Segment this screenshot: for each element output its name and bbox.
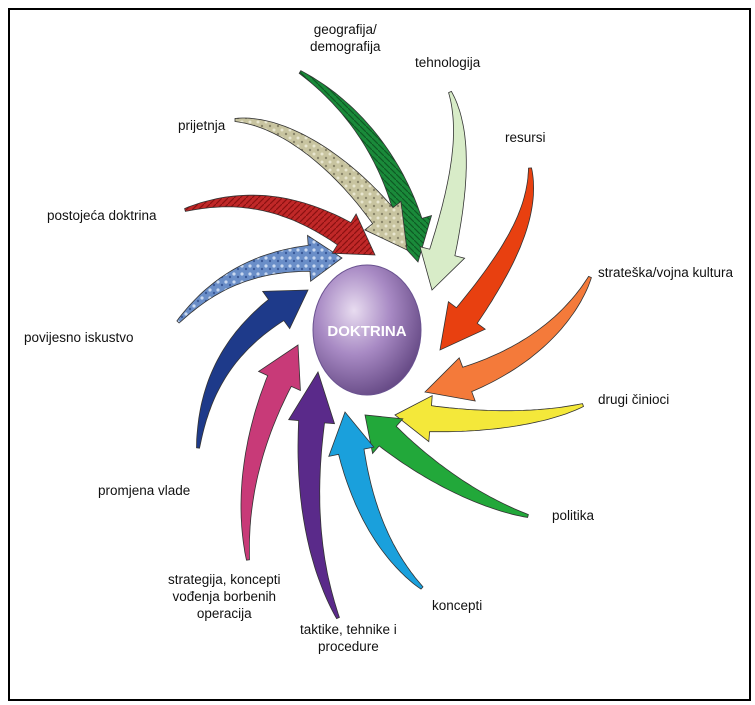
label-line: resursi bbox=[505, 130, 546, 145]
label-line: taktike, tehnike i bbox=[300, 622, 397, 637]
label-line: prijetnja bbox=[178, 118, 226, 133]
label-line: povijesno iskustvo bbox=[24, 330, 134, 345]
label-line: tehnologija bbox=[415, 55, 481, 70]
arrow-prijetnja bbox=[234, 117, 408, 251]
label-geografija: geografija/demografija bbox=[310, 22, 381, 56]
center-sphere: DOKTRINA bbox=[312, 264, 422, 396]
label-line: demografija bbox=[310, 38, 381, 54]
label-line: drugi činioci bbox=[598, 392, 670, 407]
label-drugi: drugi činioci bbox=[598, 392, 669, 409]
label-resursi: resursi bbox=[505, 130, 546, 147]
label-line: politika bbox=[552, 508, 595, 523]
label-line: operacija bbox=[196, 605, 252, 621]
arrow-promjena bbox=[196, 289, 309, 449]
center-label: DOKTRINA bbox=[327, 323, 406, 340]
diagram-frame bbox=[8, 8, 751, 701]
label-line: procedure bbox=[318, 638, 379, 654]
arrow-strateska bbox=[424, 275, 592, 402]
label-line: postojeća doktrina bbox=[47, 208, 157, 223]
arrow-resursi bbox=[439, 167, 535, 351]
label-line: promjena vlade bbox=[98, 483, 191, 498]
arrow-povijesno bbox=[176, 234, 343, 324]
arrow-koncepti bbox=[328, 411, 424, 590]
label-koncepti: koncepti bbox=[432, 598, 482, 615]
arrow-taktike bbox=[288, 371, 340, 620]
arrow-postojeca bbox=[184, 194, 376, 256]
label-line: geografija/ bbox=[313, 22, 377, 37]
label-line: strateška/vojna kultura bbox=[598, 265, 734, 280]
label-tehnologija: tehnologija bbox=[415, 55, 480, 72]
arrow-tehnologija bbox=[419, 90, 467, 291]
label-line: koncepti bbox=[432, 598, 483, 613]
arrow-drugi bbox=[394, 395, 584, 443]
label-povijesno: povijesno iskustvo bbox=[24, 330, 134, 347]
label-prijetnja: prijetnja bbox=[178, 118, 225, 135]
label-postojeca: postojeća doktrina bbox=[47, 208, 157, 225]
label-strateska: strateška/vojna kultura bbox=[598, 265, 733, 282]
label-promjena: promjena vlade bbox=[98, 483, 190, 500]
label-politika: politika bbox=[552, 508, 594, 525]
arrow-politika bbox=[364, 414, 529, 518]
arrow-strategija bbox=[240, 344, 301, 561]
label-line: vođenja borbenih bbox=[172, 588, 277, 604]
label-line: strategija, koncepti bbox=[168, 572, 281, 587]
arrow-layer bbox=[176, 70, 592, 620]
